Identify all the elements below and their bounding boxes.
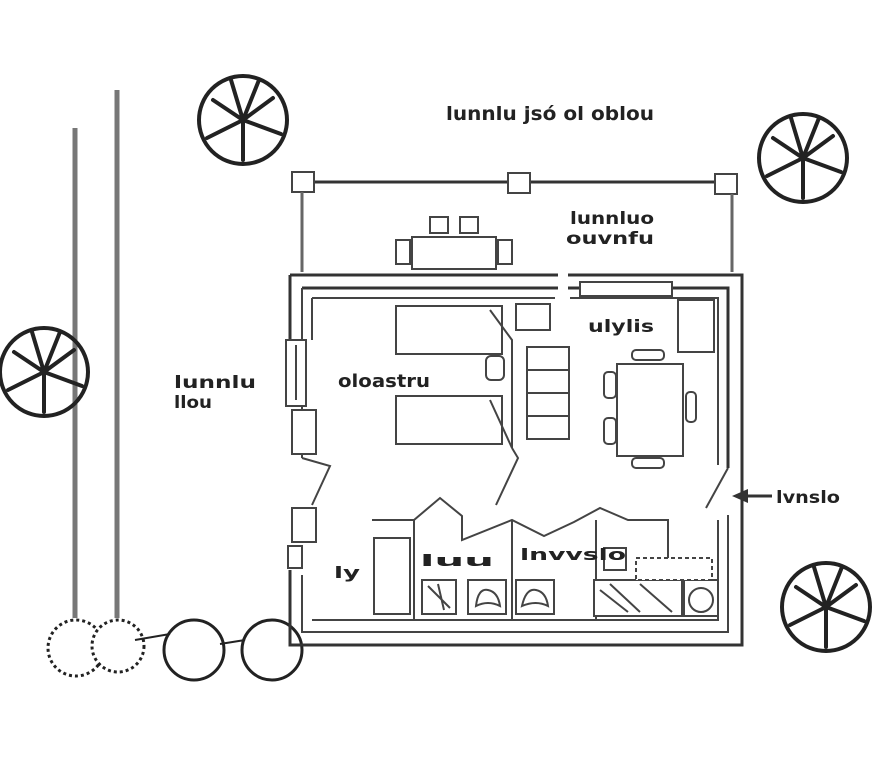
outdoor-dining-set bbox=[395, 216, 513, 270]
entrance-arrow-icon bbox=[732, 489, 772, 503]
kitchen-area bbox=[579, 281, 715, 469]
tree-icon bbox=[780, 561, 872, 653]
label-entrance: lvnslo bbox=[776, 488, 840, 508]
label-left-area-line2: llou bbox=[174, 393, 212, 413]
bathroom-row bbox=[372, 496, 719, 620]
shelving-unit bbox=[526, 346, 570, 440]
label-living-room: oloastru bbox=[338, 371, 430, 392]
label-bath-small: ly bbox=[334, 563, 361, 582]
pergola-post bbox=[291, 171, 315, 193]
label-bath-2: lnvvslo bbox=[520, 545, 626, 564]
pergola-post bbox=[714, 173, 738, 195]
label-terrace-line1: lunnluo bbox=[570, 209, 654, 229]
label-left-area-line1: lunnlu bbox=[174, 373, 256, 393]
label-kitchen: ulylis bbox=[588, 317, 654, 337]
label-bath-1: luu bbox=[420, 551, 494, 570]
hedge-icon bbox=[46, 618, 304, 682]
pergola-post bbox=[507, 172, 531, 194]
tree-icon bbox=[757, 112, 849, 204]
label-terrace-line2: ouvnfu bbox=[566, 229, 654, 249]
bedroom-area bbox=[395, 303, 551, 506]
label-top-title: lunnlu jsó ol oblou bbox=[446, 103, 654, 125]
tree-icon bbox=[197, 74, 289, 166]
tree-icon bbox=[0, 326, 90, 418]
